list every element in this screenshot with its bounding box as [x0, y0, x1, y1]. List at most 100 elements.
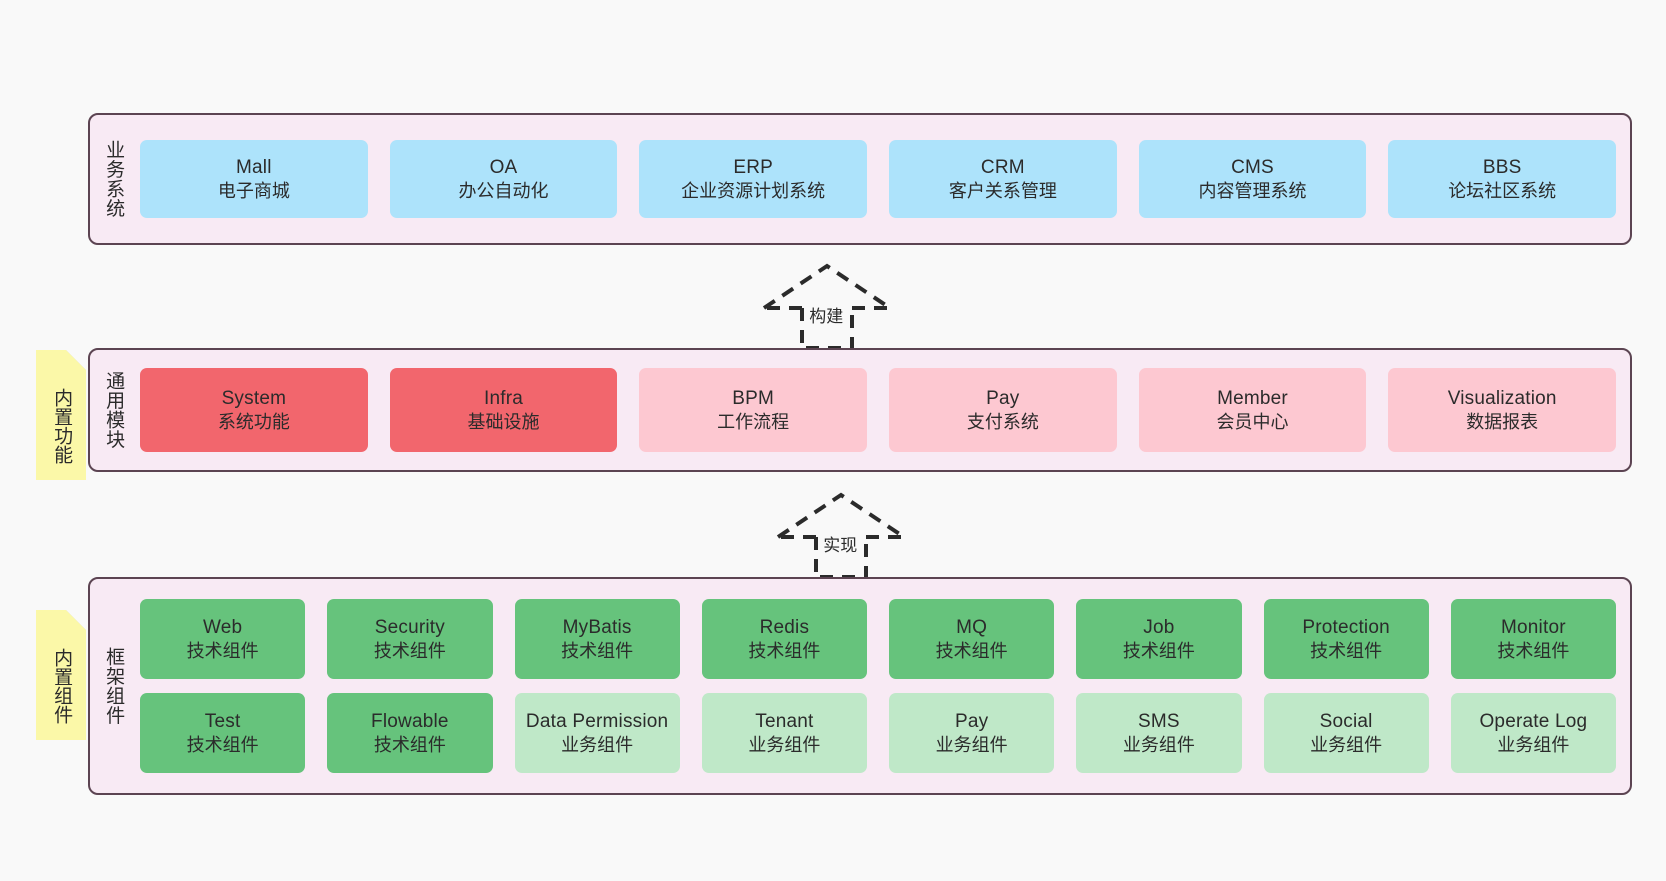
note-builtin-components-label: 内置组件 [51, 648, 73, 724]
connector-build-label: 构建 [809, 307, 844, 326]
card-test-en: Test [204, 710, 241, 732]
card-mq[interactable]: MQ 技术组件 [889, 599, 1055, 679]
card-redis[interactable]: Redis 技术组件 [701, 599, 867, 679]
note-builtin-features[interactable]: 内置功能 [36, 350, 86, 480]
card-oa-cn: 办公自动化 [458, 180, 549, 201]
card-operate-log-en: Operate Log [1479, 710, 1588, 732]
card-mybatis[interactable]: MyBatis 技术组件 [514, 599, 680, 679]
card-crm-cn: 客户关系管理 [948, 180, 1057, 201]
card-web-en: Web [202, 616, 243, 638]
card-infra-cn: 基础设施 [467, 411, 540, 432]
card-operate-log-cn: 业务组件 [1497, 734, 1570, 755]
card-security[interactable]: Security 技术组件 [327, 599, 493, 679]
card-job-cn: 技术组件 [1122, 640, 1195, 661]
card-oa-en: OA [489, 156, 518, 178]
card-crm[interactable]: CRM 客户关系管理 [889, 140, 1117, 218]
layer-title-common-module: 通用模块 [103, 371, 125, 449]
card-web[interactable]: Web 技术组件 [140, 599, 306, 679]
card-sms[interactable]: SMS 业务组件 [1076, 693, 1242, 773]
card-bpm-cn: 工作流程 [717, 411, 790, 432]
card-bpm[interactable]: BPM 工作流程 [639, 368, 868, 452]
connector-realize: 实现 [766, 487, 916, 579]
card-social-cn: 业务组件 [1310, 734, 1383, 755]
card-social[interactable]: Social 业务组件 [1263, 693, 1429, 773]
card-visualization-en: Visualization [1447, 387, 1557, 409]
layer-body-business-system: Mall 电子商城 OA 办公自动化 ERP 企业资源计划系统 CRM 客户关系… [136, 115, 1630, 243]
card-data-permission[interactable]: Data Permission 业务组件 [514, 693, 680, 773]
card-erp[interactable]: ERP 企业资源计划系统 [639, 140, 868, 218]
card-system-en: System [221, 387, 287, 409]
card-job[interactable]: Job 技术组件 [1076, 599, 1242, 679]
connector-realize-label: 实现 [823, 536, 858, 555]
card-flowable[interactable]: Flowable 技术组件 [327, 693, 493, 773]
card-pay-component[interactable]: Pay 业务组件 [889, 693, 1055, 773]
card-oa[interactable]: OA 办公自动化 [389, 140, 618, 218]
card-bbs-cn: 论坛社区系统 [1448, 180, 1557, 201]
layer-common-module[interactable]: 通用模块 System 系统功能 Infra 基础设施 BPM 工作流程 Pay… [88, 348, 1632, 472]
card-mall-en: Mall [236, 156, 272, 178]
card-mall-cn: 电子商城 [217, 180, 290, 201]
framework-tech-row: Web 技术组件 Security 技术组件 MyBatis 技术组件 Redi… [140, 599, 1616, 679]
card-mq-cn: 技术组件 [935, 640, 1008, 661]
card-bbs[interactable]: BBS 论坛社区系统 [1388, 140, 1617, 218]
card-mybatis-cn: 技术组件 [561, 640, 634, 661]
card-member-en: Member [1217, 387, 1288, 409]
card-infra-en: Infra [483, 387, 524, 409]
card-member[interactable]: Member 会员中心 [1138, 368, 1367, 452]
card-protection-en: Protection [1302, 616, 1390, 638]
card-mybatis-en: MyBatis [562, 616, 632, 638]
note-builtin-components[interactable]: 内置组件 [36, 610, 86, 740]
framework-business-row: Test 技术组件 Flowable 技术组件 Data Permission … [140, 693, 1616, 773]
card-crm-en: CRM [980, 156, 1025, 178]
card-flowable-cn: 技术组件 [373, 734, 446, 755]
card-tenant[interactable]: Tenant 业务组件 [701, 693, 867, 773]
card-data-permission-en: Data Permission [525, 710, 669, 732]
card-erp-en: ERP [733, 156, 774, 178]
card-data-permission-cn: 业务组件 [561, 734, 634, 755]
layer-framework-component[interactable]: 框架组件 Web 技术组件 Security 技术组件 MyBatis 技术组件… [88, 577, 1632, 795]
card-social-en: Social [1319, 710, 1373, 732]
card-tenant-cn: 业务组件 [748, 734, 821, 755]
card-tenant-en: Tenant [755, 710, 814, 732]
connector-build-arrow [762, 263, 892, 350]
card-cms-cn: 内容管理系统 [1198, 180, 1307, 201]
card-security-en: Security [374, 616, 445, 638]
note-builtin-features-label: 内置功能 [51, 388, 73, 464]
card-mq-en: MQ [956, 616, 988, 638]
card-bbs-en: BBS [1482, 156, 1522, 178]
card-job-en: Job [1143, 616, 1175, 638]
card-mall[interactable]: Mall 电子商城 [140, 140, 368, 218]
card-pay-component-en: Pay [954, 710, 989, 732]
card-security-cn: 技术组件 [373, 640, 446, 661]
common-module-row: System 系统功能 Infra 基础设施 BPM 工作流程 Pay 支付系统… [140, 368, 1617, 452]
card-web-cn: 技术组件 [186, 640, 259, 661]
connector-realize-arrow [776, 492, 906, 579]
card-infra[interactable]: Infra 基础设施 [389, 368, 618, 452]
card-pay-module-cn: 支付系统 [966, 411, 1039, 432]
layer-business-system[interactable]: 业务系统 Mall 电子商城 OA 办公自动化 ERP 企业资源计划系统 CRM… [88, 113, 1632, 245]
card-monitor-en: Monitor [1500, 616, 1566, 638]
business-system-row: Mall 电子商城 OA 办公自动化 ERP 企业资源计划系统 CRM 客户关系… [140, 140, 1617, 218]
card-test[interactable]: Test 技术组件 [140, 693, 306, 773]
card-cms-en: CMS [1231, 156, 1274, 178]
card-system[interactable]: System 系统功能 [140, 368, 368, 452]
card-redis-cn: 技术组件 [748, 640, 821, 661]
card-protection-cn: 技术组件 [1310, 640, 1383, 661]
card-erp-cn: 企业资源计划系统 [681, 180, 826, 201]
card-redis-en: Redis [759, 616, 810, 638]
card-test-cn: 技术组件 [186, 734, 259, 755]
card-pay-module-en: Pay [986, 387, 1020, 409]
layer-title-framework-component: 框架组件 [103, 647, 125, 725]
card-visualization[interactable]: Visualization 数据报表 [1388, 368, 1617, 452]
card-pay-module[interactable]: Pay 支付系统 [889, 368, 1117, 452]
card-protection[interactable]: Protection 技术组件 [1263, 599, 1429, 679]
card-cms[interactable]: CMS 内容管理系统 [1138, 140, 1367, 218]
card-visualization-cn: 数据报表 [1466, 411, 1539, 432]
card-member-cn: 会员中心 [1216, 411, 1289, 432]
card-monitor[interactable]: Monitor 技术组件 [1450, 599, 1616, 679]
card-sms-cn: 业务组件 [1122, 734, 1195, 755]
card-system-cn: 系统功能 [217, 411, 290, 432]
card-operate-log[interactable]: Operate Log 业务组件 [1450, 693, 1616, 773]
card-pay-component-cn: 业务组件 [935, 734, 1008, 755]
